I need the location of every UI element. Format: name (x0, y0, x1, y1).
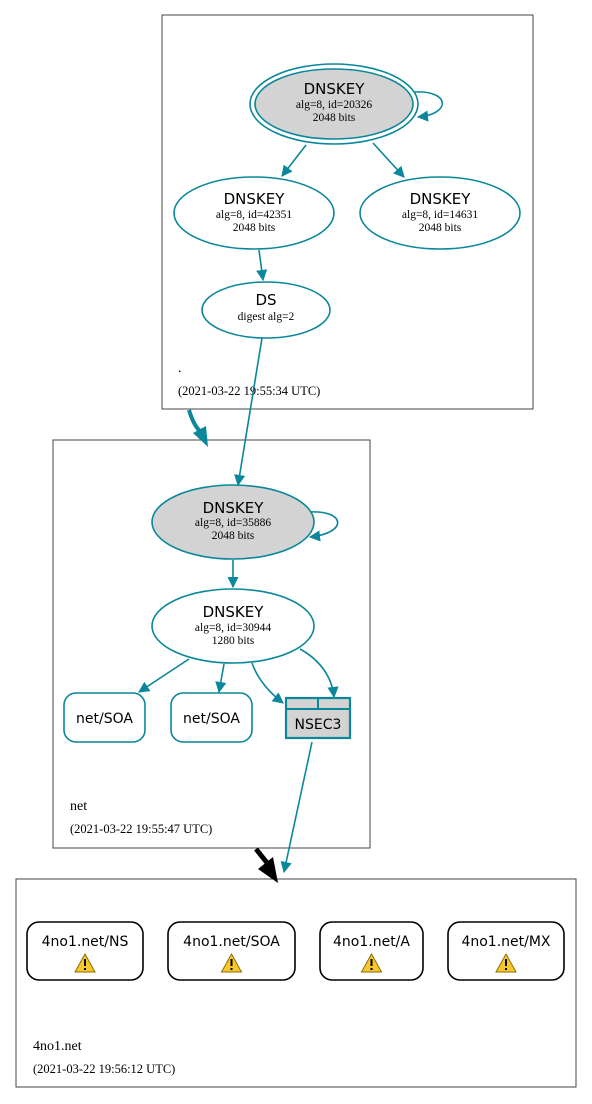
node-net-nsec3[interactable]: NSEC3 (284, 696, 352, 740)
node-net-soa-1[interactable]: net/SOA (63, 692, 146, 743)
warning-icon (495, 952, 517, 973)
edges (138, 91, 444, 874)
delegation-arrow-net-domain (254, 847, 278, 883)
node-root-zsk2[interactable]: DNSKEY alg=8, id=14631 2048 bits (359, 176, 521, 250)
node-net-soa-2-label: net/SOA (183, 711, 240, 727)
node-net-zsk-title: DNSKEY (203, 603, 265, 621)
node-net-ksk-line1: alg=8, id=35886 (195, 517, 271, 529)
edge-nsec3-domain (280, 741, 313, 874)
node-net-soa-2[interactable]: net/SOA (170, 692, 253, 743)
node-root-zsk1-line1: alg=8, id=42351 (216, 209, 292, 221)
edge-root-ksk-self (413, 91, 444, 122)
node-root-ds-line1: digest alg=2 (238, 311, 295, 323)
zone-net: net (2021-03-22 19:55:47 UTC) (52, 439, 371, 849)
edge-ds-net-ksk (234, 337, 263, 487)
edge-root-ksk-zsk2 (372, 142, 405, 178)
node-root-ksk-title: DNSKEY (304, 80, 366, 98)
node-rr-a-label: 4no1.net/A (333, 934, 410, 950)
node-rr-a[interactable]: 4no1.net/A (319, 921, 424, 981)
zone-net-border (52, 439, 371, 849)
delegation-arrow-root-net (187, 409, 208, 447)
node-rr-soa-label: 4no1.net/SOA (183, 934, 280, 950)
zone-domain-border (15, 878, 577, 1088)
warning-icon (220, 952, 243, 973)
node-net-zsk-line2: 1280 bits (212, 635, 255, 647)
node-root-zsk2-line1: alg=8, id=14631 (402, 209, 478, 221)
warning-icon (360, 952, 383, 973)
edge-net-zsk-nsec3-b (299, 648, 339, 699)
node-rr-ns-label: 4no1.net/NS (42, 934, 129, 950)
zone-domain: 4no1.net (2021-03-22 19:56:12 UTC) (15, 878, 577, 1088)
edge-net-ksk-self (308, 511, 339, 542)
node-root-zsk1-title: DNSKEY (224, 190, 286, 208)
node-root-zsk1[interactable]: DNSKEY alg=8, id=42351 2048 bits (173, 176, 335, 250)
node-net-ksk-title: DNSKEY (203, 499, 265, 517)
zone-root-timestamp: (2021-03-22 19:55:34 UTC) (178, 384, 320, 398)
zone-root: . (2021-03-22 19:55:34 UTC) (161, 14, 534, 410)
node-root-ksk-line1: alg=8, id=20326 (296, 99, 372, 111)
edge-net-zsk-soa2 (215, 663, 227, 694)
zone-net-name: net (70, 799, 87, 814)
node-rr-mx-label: 4no1.net/MX (461, 934, 550, 950)
zone-net-timestamp: (2021-03-22 19:55:47 UTC) (70, 822, 212, 836)
node-root-zsk1-line2: 2048 bits (233, 222, 276, 234)
node-net-soa-1-label: net/SOA (76, 711, 133, 727)
node-rr-mx[interactable]: 4no1.net/MX (447, 921, 565, 981)
zone-root-name: . (178, 361, 182, 376)
node-net-nsec3-label: NSEC3 (295, 717, 342, 733)
node-rr-ns[interactable]: 4no1.net/NS (26, 921, 144, 981)
node-net-ksk-line2: 2048 bits (212, 530, 255, 542)
node-rr-soa[interactable]: 4no1.net/SOA (167, 921, 296, 981)
edge-net-zsk-nsec3-a (251, 662, 284, 704)
edge-root-ksk-zsk1 (281, 144, 307, 177)
warning-icon (74, 952, 96, 973)
node-net-ksk[interactable]: DNSKEY alg=8, id=35886 2048 bits (151, 484, 315, 560)
edge-root-zsk1-ds (256, 249, 268, 282)
node-net-zsk[interactable]: DNSKEY alg=8, id=30944 1280 bits (151, 588, 315, 664)
node-root-ksk[interactable]: DNSKEY alg=8, id=20326 2048 bits (249, 63, 419, 145)
node-net-zsk-line1: alg=8, id=30944 (195, 622, 271, 634)
node-root-ds-title: DS (255, 291, 276, 309)
node-root-zsk2-title: DNSKEY (410, 190, 472, 208)
node-root-ds[interactable]: DS digest alg=2 (201, 281, 331, 339)
edge-net-zsk-soa1 (138, 658, 190, 693)
node-root-zsk2-line2: 2048 bits (419, 222, 462, 234)
node-root-ksk-line2: 2048 bits (313, 112, 356, 124)
zone-domain-timestamp: (2021-03-22 19:56:12 UTC) (33, 1062, 175, 1076)
zone-root-border (161, 14, 534, 410)
zone-domain-name: 4no1.net (33, 1039, 82, 1054)
